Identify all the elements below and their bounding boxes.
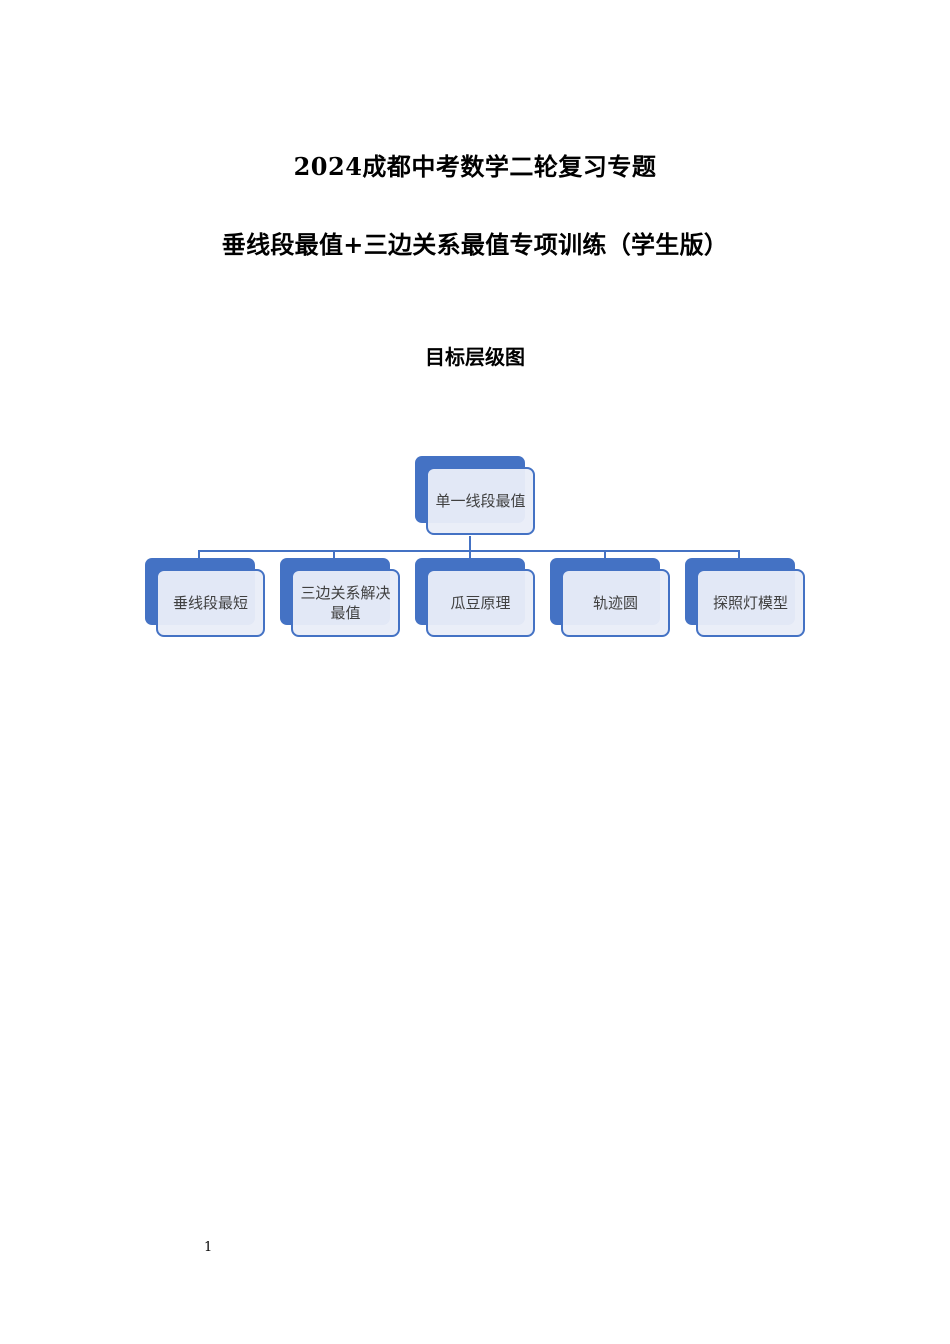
node-label: 单一线段最值 bbox=[426, 467, 535, 535]
node-label: 三边关系解决最值 bbox=[291, 569, 400, 637]
child-connector bbox=[198, 550, 200, 558]
document-title-line2: 垂线段最值+三边关系最值专项训练（学生版） bbox=[221, 230, 729, 259]
section-heading: 目标层级图 bbox=[425, 345, 525, 369]
hierarchy-diagram: 单一线段最值 垂线段最短 三边关系解决最值 瓜豆原理 轨迹圆 探照灯模型 bbox=[145, 456, 805, 637]
node-label: 轨迹圆 bbox=[561, 569, 670, 637]
document-title-line1: 2024成都中考数学二轮复习专题 bbox=[293, 152, 657, 181]
child-connector bbox=[333, 550, 335, 558]
child-connector bbox=[604, 550, 606, 558]
root-stem-connector bbox=[469, 536, 471, 552]
node-label: 探照灯模型 bbox=[696, 569, 805, 637]
page-number: 1 bbox=[204, 1240, 213, 1255]
child-connector bbox=[738, 550, 740, 558]
child-connector bbox=[469, 550, 471, 558]
node-label: 垂线段最短 bbox=[156, 569, 265, 637]
node-label: 瓜豆原理 bbox=[426, 569, 535, 637]
